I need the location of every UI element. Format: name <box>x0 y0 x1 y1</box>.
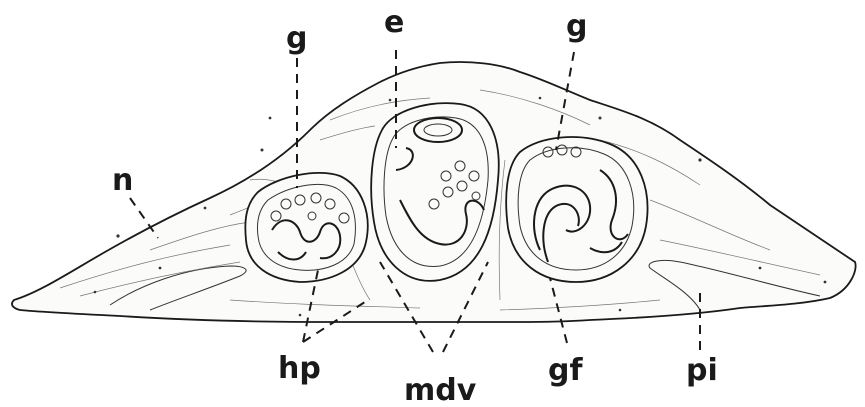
label-n: n <box>112 163 133 198</box>
label-gf: gf <box>548 353 583 388</box>
label-hp: hp <box>278 351 321 386</box>
left-organ <box>245 173 367 282</box>
label-e: e <box>384 5 404 40</box>
label-mdv: mdv <box>404 373 477 407</box>
label-g-left: g <box>286 21 307 56</box>
right-organ <box>506 137 647 282</box>
label-g-right: g <box>566 9 587 44</box>
label-pi: pi <box>686 353 718 388</box>
